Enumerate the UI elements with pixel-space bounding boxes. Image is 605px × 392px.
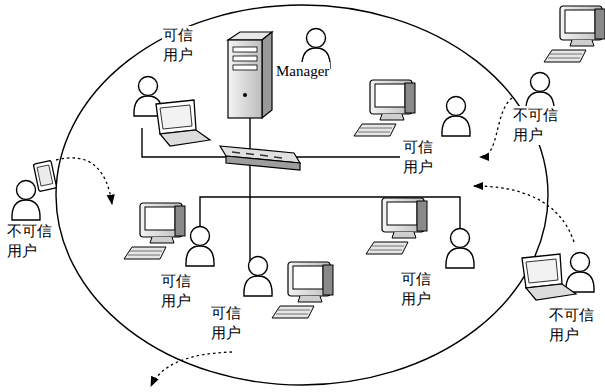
- access-arrows: [56, 98, 574, 386]
- user-label: 可信用户: [400, 270, 434, 309]
- user-label: 可信用户: [162, 26, 196, 65]
- user-label: Manager: [275, 62, 330, 82]
- user-label: 可信用户: [210, 304, 244, 343]
- user-label: 可信用户: [402, 138, 436, 177]
- user-figures: [12, 29, 594, 297]
- computers: [33, 6, 605, 318]
- switch-hub: [220, 146, 300, 170]
- user-label: 不可信用户: [512, 106, 561, 145]
- tablet: [33, 160, 56, 191]
- server: [228, 32, 272, 118]
- user-label: 不可信用户: [6, 222, 55, 261]
- user-label: 可信用户: [160, 272, 194, 311]
- network-boundary: [56, 5, 548, 385]
- user-label: 不可信用户: [548, 306, 597, 345]
